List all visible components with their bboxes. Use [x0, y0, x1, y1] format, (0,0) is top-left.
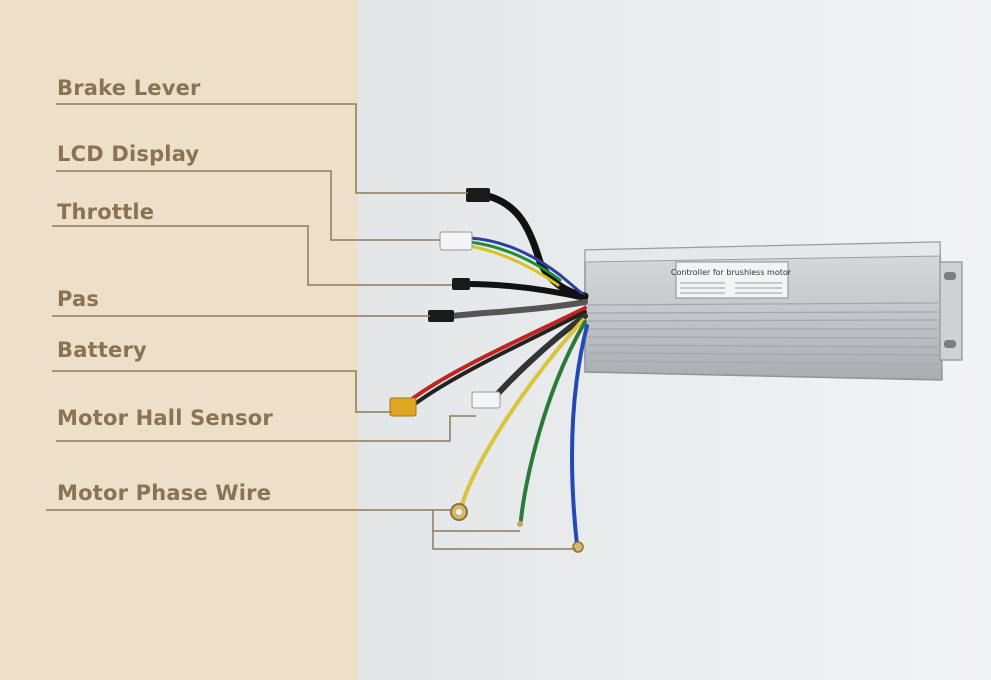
label-pas: Pas	[57, 287, 100, 311]
leader-throttle	[52, 225, 452, 286]
label-panel	[0, 0, 358, 680]
label-battery: Battery	[57, 338, 147, 362]
leader-lcd-display	[56, 170, 440, 241]
wire-bundle	[406, 192, 589, 547]
leader-brake-lever	[56, 103, 468, 194]
connectors	[389, 188, 584, 553]
label-motor-phase-wire: Motor Phase Wire	[57, 481, 272, 505]
label-brake-lever: Brake Lever	[57, 76, 201, 100]
leader-motor-hall-sensor	[56, 415, 476, 442]
label-throttle: Throttle	[57, 200, 155, 224]
controller-title: Controller for brushless motor	[671, 268, 792, 277]
label-motor-hall-sensor: Motor Hall Sensor	[57, 406, 273, 430]
leader-lines	[46, 103, 576, 550]
controller-box	[584, 241, 963, 381]
leader-battery	[52, 370, 392, 413]
label-lcd-display: LCD Display	[57, 142, 200, 166]
